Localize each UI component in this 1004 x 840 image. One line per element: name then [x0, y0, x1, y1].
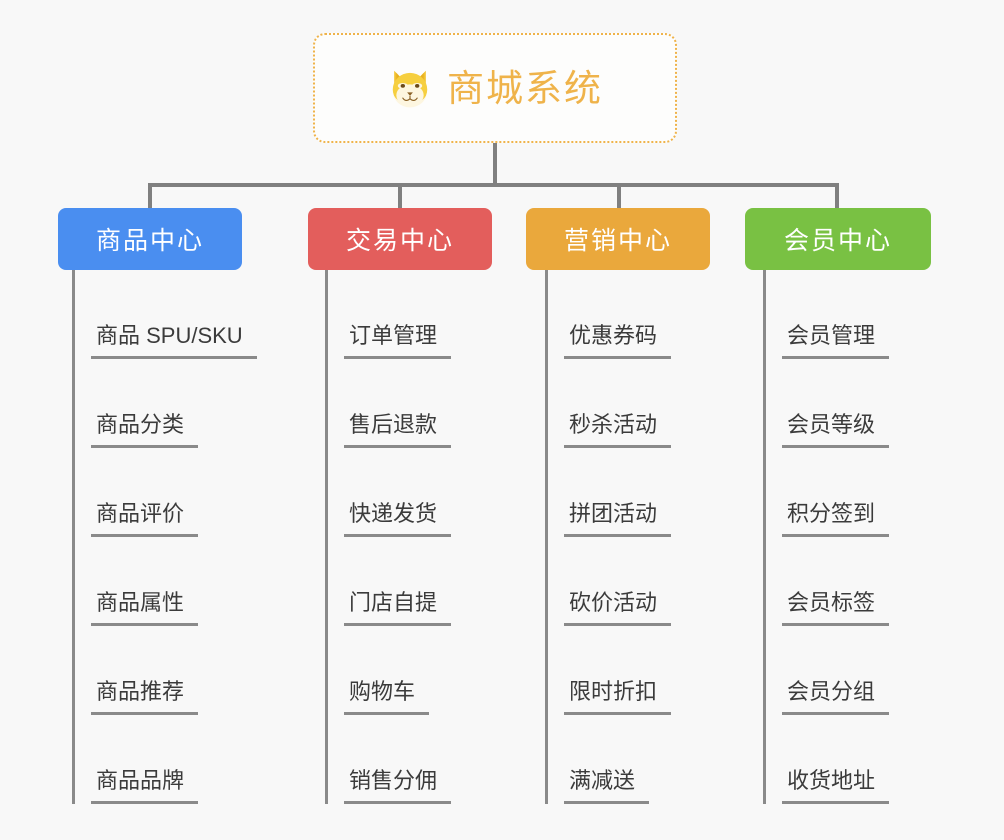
leaf-label: 限时折扣 [564, 681, 672, 715]
leaf-label: 商品 SPU/SKU [91, 325, 257, 359]
list-item[interactable]: 售后退款 [311, 359, 452, 448]
branch-header-3[interactable]: 营销中心 [526, 208, 710, 270]
connector-drop-4 [835, 183, 839, 210]
leaf-label: 会员标签 [782, 592, 890, 626]
branch-header-label-4: 会员中心 [783, 227, 892, 255]
leaf-list-4: 会员管理 会员等级 积分签到 会员标签 会员分组 收货地址 [749, 270, 890, 804]
connector-bus [150, 183, 839, 187]
list-item[interactable]: 优惠券码 [531, 270, 672, 359]
branch-trunk-4 [763, 270, 766, 804]
leaf-list-2: 订单管理 售后退款 快递发货 门店自提 购物车 销售分佣 [311, 270, 452, 804]
leaf-label: 积分签到 [782, 503, 890, 537]
list-item[interactable]: 会员管理 [749, 270, 890, 359]
list-item[interactable]: 商品属性 [58, 537, 257, 626]
list-item[interactable]: 收货地址 [749, 715, 890, 804]
connector-drop-2 [398, 183, 402, 210]
leaf-label: 快递发货 [344, 503, 452, 537]
shiba-dog-face-icon [387, 65, 433, 111]
leaf-label: 会员管理 [782, 325, 890, 359]
branch-trunk-1 [72, 270, 75, 804]
branch-header-label-3: 营销中心 [563, 227, 672, 255]
branch-trunk-3 [545, 270, 548, 804]
list-item[interactable]: 商品 SPU/SKU [58, 270, 257, 359]
leaf-label: 售后退款 [344, 414, 452, 448]
leaf-label: 会员等级 [782, 414, 890, 448]
list-item[interactable]: 商品品牌 [58, 715, 257, 804]
leaf-label: 砍价活动 [564, 592, 672, 626]
leaf-label: 商品评价 [91, 503, 199, 537]
branch-header-2[interactable]: 交易中心 [308, 208, 492, 270]
branch-header-label-1: 商品中心 [95, 227, 204, 255]
leaf-label: 秒杀活动 [564, 414, 672, 448]
list-item[interactable]: 商品分类 [58, 359, 257, 448]
branch-header-4[interactable]: 会员中心 [745, 208, 931, 270]
list-item[interactable]: 砍价活动 [531, 537, 672, 626]
list-item[interactable]: 会员等级 [749, 359, 890, 448]
list-item[interactable]: 限时折扣 [531, 626, 672, 715]
leaf-label: 订单管理 [344, 325, 452, 359]
leaf-label: 会员分组 [782, 681, 890, 715]
leaf-label: 满减送 [564, 770, 650, 804]
leaf-label: 商品分类 [91, 414, 199, 448]
list-item[interactable]: 快递发货 [311, 448, 452, 537]
leaf-label: 商品推荐 [91, 681, 199, 715]
leaf-list-1: 商品 SPU/SKU 商品分类 商品评价 商品属性 商品推荐 商品品牌 [58, 270, 257, 804]
leaf-list-3: 优惠券码 秒杀活动 拼团活动 砍价活动 限时折扣 满减送 [531, 270, 672, 804]
list-item[interactable]: 门店自提 [311, 537, 452, 626]
list-item[interactable]: 订单管理 [311, 270, 452, 359]
branch-trunk-2 [325, 270, 328, 804]
leaf-label: 门店自提 [344, 592, 452, 626]
list-item[interactable]: 积分签到 [749, 448, 890, 537]
leaf-label: 拼团活动 [564, 503, 672, 537]
root-title: 商城系统 [447, 67, 603, 109]
list-item[interactable]: 销售分佣 [311, 715, 452, 804]
connector-drop-3 [617, 183, 621, 210]
list-item[interactable]: 拼团活动 [531, 448, 672, 537]
list-item[interactable]: 购物车 [311, 626, 451, 715]
leaf-label: 收货地址 [782, 770, 890, 804]
root-node[interactable]: 商城系统 [313, 33, 677, 143]
connector-drop-1 [148, 183, 152, 210]
leaf-label: 商品属性 [91, 592, 199, 626]
connector-root-stem [493, 143, 497, 185]
branch-header-label-2: 交易中心 [345, 227, 454, 255]
list-item[interactable]: 满减送 [531, 715, 671, 804]
list-item[interactable]: 会员分组 [749, 626, 890, 715]
list-item[interactable]: 商品评价 [58, 448, 257, 537]
branch-header-1[interactable]: 商品中心 [58, 208, 242, 270]
list-item[interactable]: 秒杀活动 [531, 359, 672, 448]
leaf-label: 商品品牌 [91, 770, 199, 804]
leaf-label: 销售分佣 [344, 770, 452, 804]
list-item[interactable]: 会员标签 [749, 537, 890, 626]
leaf-label: 购物车 [344, 681, 430, 715]
leaf-label: 优惠券码 [564, 325, 672, 359]
list-item[interactable]: 商品推荐 [58, 626, 257, 715]
